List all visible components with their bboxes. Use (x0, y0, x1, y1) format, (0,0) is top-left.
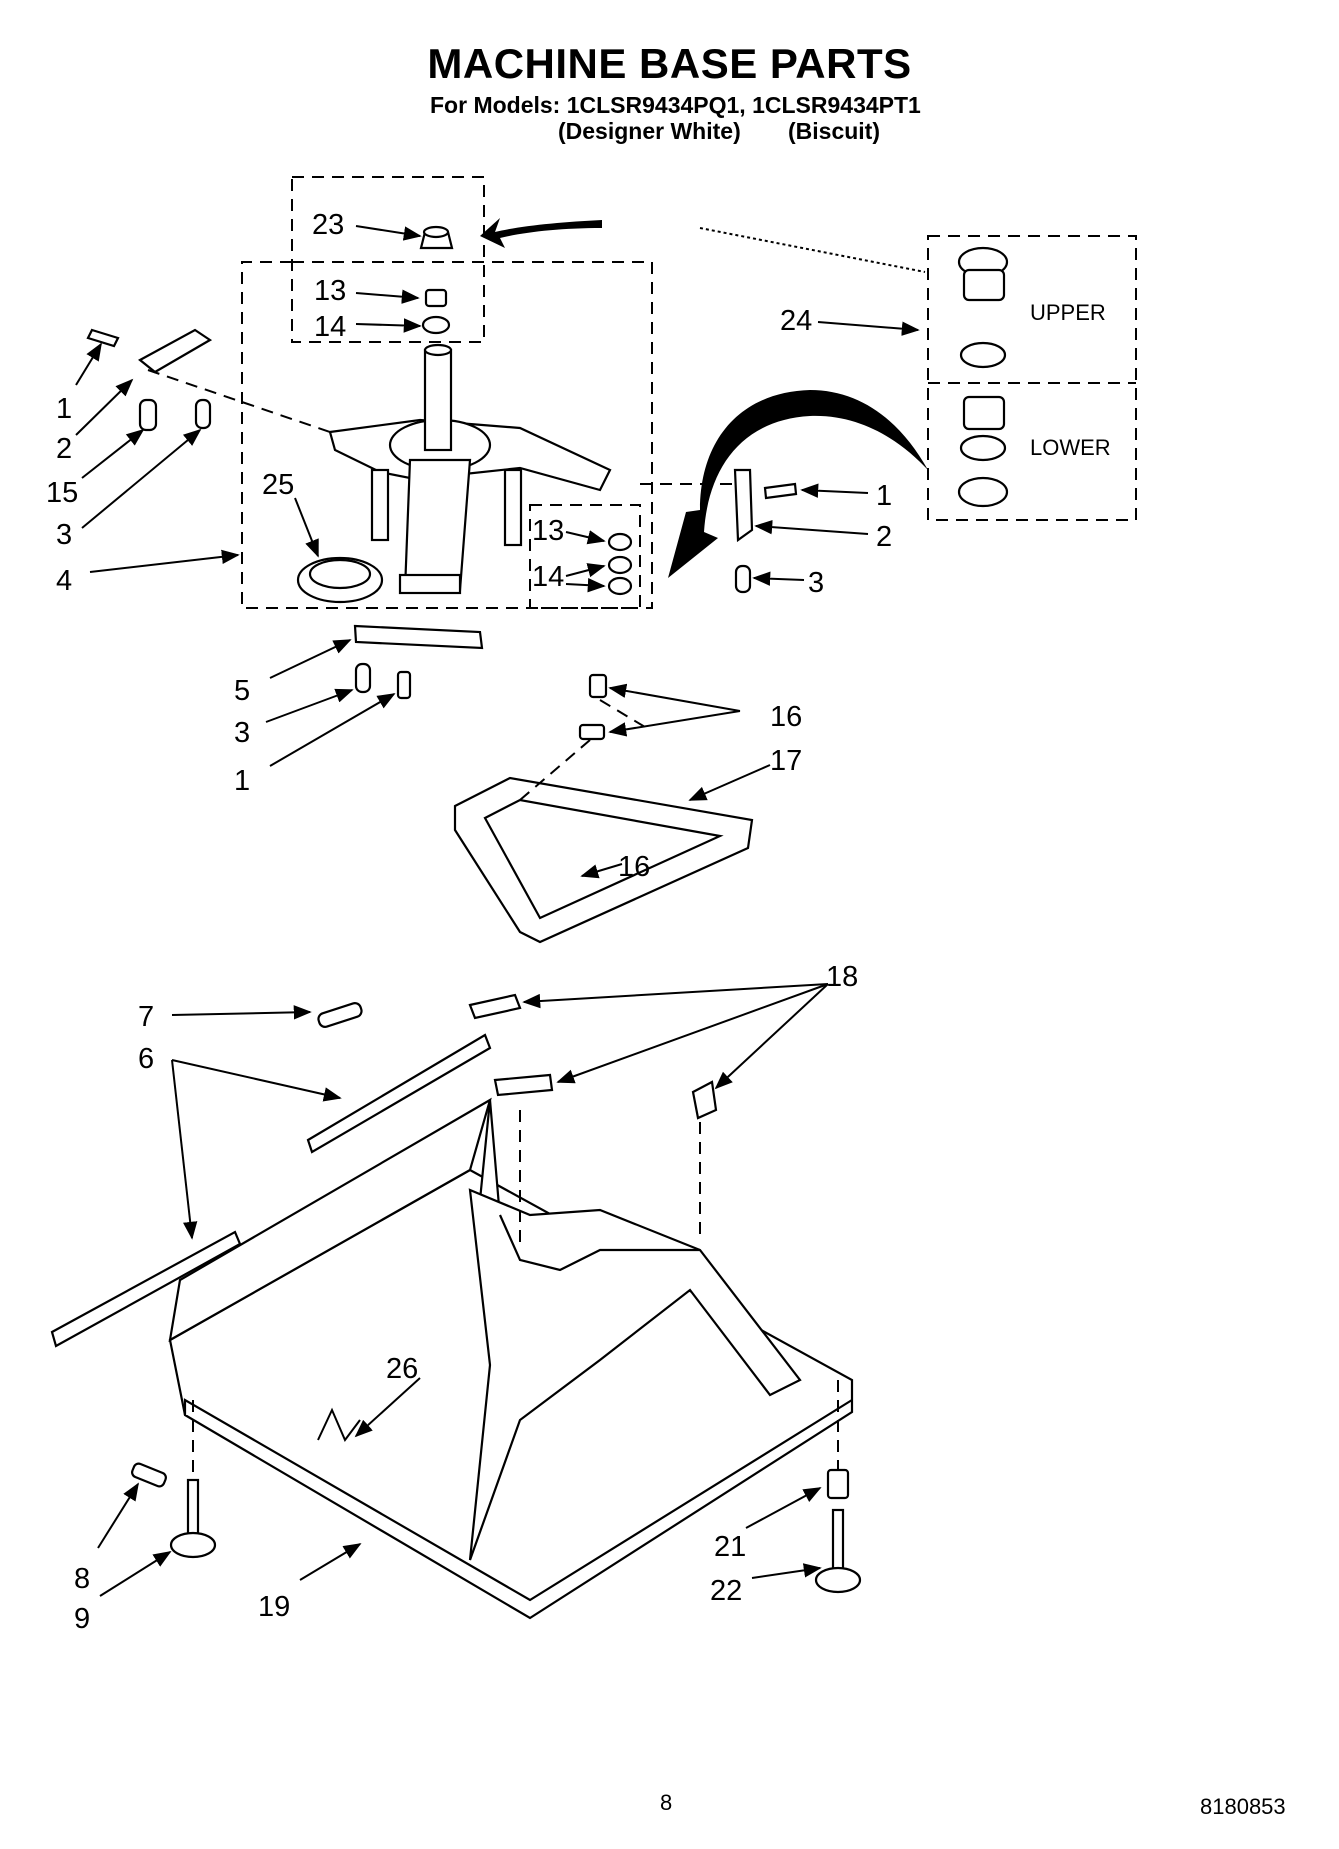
bearing-lower-kit (957, 395, 1009, 508)
part-22-leg-right (814, 1508, 862, 1594)
callout-8: 8 (74, 1563, 90, 1595)
callout-5: 5 (234, 675, 250, 707)
page-number: 8 (660, 1790, 673, 1815)
part-23-cap (419, 225, 454, 250)
callout-25: 25 (262, 469, 294, 501)
callout-1: 1 (56, 393, 72, 425)
part-6-strap-upper (306, 1033, 492, 1154)
cap-kit-box-side (529, 504, 641, 609)
callout-23: 23 (312, 209, 344, 241)
lower-kit-label: LOWER (1030, 435, 1111, 460)
callout-4: 4 (56, 565, 72, 597)
part-17-tub-ring (453, 776, 754, 944)
part-18-pad-c (691, 1080, 718, 1120)
callout-19: 19 (258, 1591, 290, 1623)
bearing-kit-box (927, 235, 1137, 521)
callout-21: 21 (714, 1531, 746, 1563)
callout-numbers: 1 2 15 3 4 23 13 14 25 13 14 24 1 2 3 5 … (46, 209, 892, 1635)
part-7-spring (317, 1002, 363, 1028)
part-8-pin (131, 1462, 167, 1488)
bearing-upper-kit (957, 246, 1009, 369)
large-arrow-curved (668, 390, 928, 578)
part-14-side-a (607, 555, 633, 575)
callout-3: 3 (56, 519, 72, 551)
part-13-side (607, 532, 633, 552)
finish-designer-white: (Designer White) (558, 118, 741, 144)
document-number: 8180853 (1200, 1794, 1286, 1819)
part-3-spring-right (734, 564, 752, 594)
callout-7: 7 (138, 1001, 154, 1033)
callout-26: 26 (386, 1353, 418, 1385)
part-21-nut (826, 1468, 850, 1500)
callout-16: 16 (770, 701, 802, 733)
transmission-assembly (328, 343, 612, 595)
part-3-spring-left (194, 398, 212, 430)
callout-1-right: 1 (876, 480, 892, 512)
page-title: MACHINE BASE PARTS (427, 40, 912, 87)
upper-kit-label: UPPER (1030, 300, 1106, 325)
transmission-group-box (241, 261, 653, 609)
leader-dotted (699, 227, 926, 273)
callout-9: 9 (74, 1603, 90, 1635)
finish-biscuit: (Biscuit) (788, 118, 880, 144)
callout-17: 17 (770, 745, 802, 777)
leader-lines (75, 225, 920, 1597)
part-14-washer-top (421, 315, 451, 335)
part-16-clip-b (578, 723, 606, 741)
part-13-washer-top (424, 288, 448, 308)
part-2-bracket-left (138, 328, 213, 374)
part-18-pad-a (468, 993, 522, 1020)
callout-15: 15 (46, 477, 78, 509)
part-14-side-b (607, 576, 633, 596)
callout-3-right: 3 (808, 567, 824, 599)
part-3-spring-lower (354, 662, 372, 694)
part-5-bracket (353, 624, 484, 650)
callout-3-lower: 3 (234, 717, 250, 749)
part-26-clip (317, 1407, 361, 1442)
callout-2-right: 2 (876, 521, 892, 553)
part-18-pad-b (493, 1073, 554, 1097)
part-19-machine-base (168, 1097, 854, 1620)
callout-24: 24 (780, 305, 812, 337)
callout-14-side: 14 (532, 561, 564, 593)
callout-1-lower: 1 (234, 765, 250, 797)
callout-13: 13 (314, 275, 346, 307)
part-15-spring (138, 398, 158, 432)
model-numbers: For Models: 1CLSR9434PQ1, 1CLSR9434PT1 (430, 92, 921, 118)
part-16-clip-a (588, 673, 608, 699)
callout-16-lower: 16 (618, 851, 650, 883)
part-1-bolt-left (86, 328, 120, 348)
callout-13-side: 13 (532, 515, 564, 547)
part-9-leg-left (169, 1478, 217, 1559)
part-25-seal (296, 556, 384, 604)
large-arrow-top (480, 218, 602, 248)
callout-2: 2 (56, 433, 72, 465)
part-2-bracket-right (733, 468, 754, 543)
callout-14: 14 (314, 311, 346, 343)
cap-kit-box-top (291, 176, 485, 343)
callout-18: 18 (826, 961, 858, 993)
part-1-bolt-lower (396, 670, 412, 700)
part-1-bolt-right (763, 482, 798, 500)
callout-6: 6 (138, 1043, 154, 1075)
callout-22: 22 (710, 1575, 742, 1607)
